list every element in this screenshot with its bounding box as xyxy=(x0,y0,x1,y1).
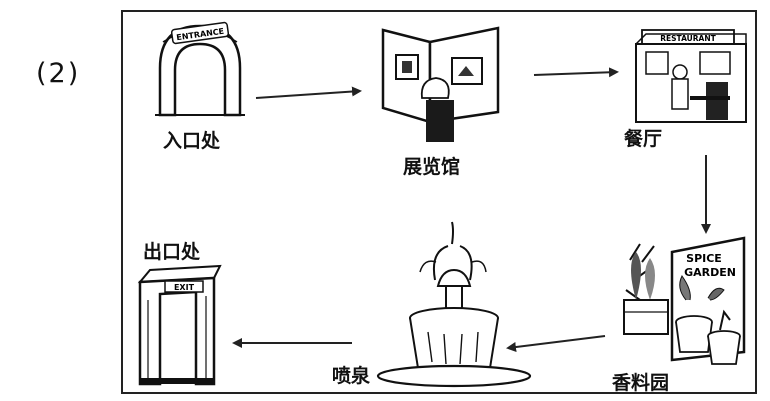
fountain-illustration xyxy=(376,221,532,388)
label-exit: 出口处 xyxy=(143,241,201,263)
label-spice-garden: 香料园 xyxy=(612,372,670,394)
arrow-entrance-to-exhibition xyxy=(255,86,362,99)
spice-garden-sign-line2: GARDEN xyxy=(684,266,736,279)
exhibition-illustration xyxy=(381,26,500,142)
exit-sign-text: EXIT xyxy=(174,283,195,292)
arrow-spice-garden-to-fountain xyxy=(506,335,606,352)
label-exhibition: 展览馆 xyxy=(403,156,461,178)
restaurant-sign-text: RESTAURANT xyxy=(660,34,716,43)
entrance-illustration: ENTRANCE xyxy=(155,21,245,117)
spice-garden-sign-line1: SPICE xyxy=(686,252,722,265)
question-number: (2) xyxy=(36,58,81,89)
label-restaurant: 餐厅 xyxy=(624,128,663,150)
exit-illustration: EXIT xyxy=(137,264,222,386)
spice-garden-illustration: SPICE GARDEN xyxy=(623,236,746,365)
label-fountain: 喷泉 xyxy=(332,365,371,387)
arrow-exhibition-to-restaurant xyxy=(533,67,619,78)
label-entrance: 入口处 xyxy=(163,130,221,152)
diagram-frame xyxy=(121,10,757,394)
restaurant-illustration: RESTAURANT xyxy=(635,29,747,123)
